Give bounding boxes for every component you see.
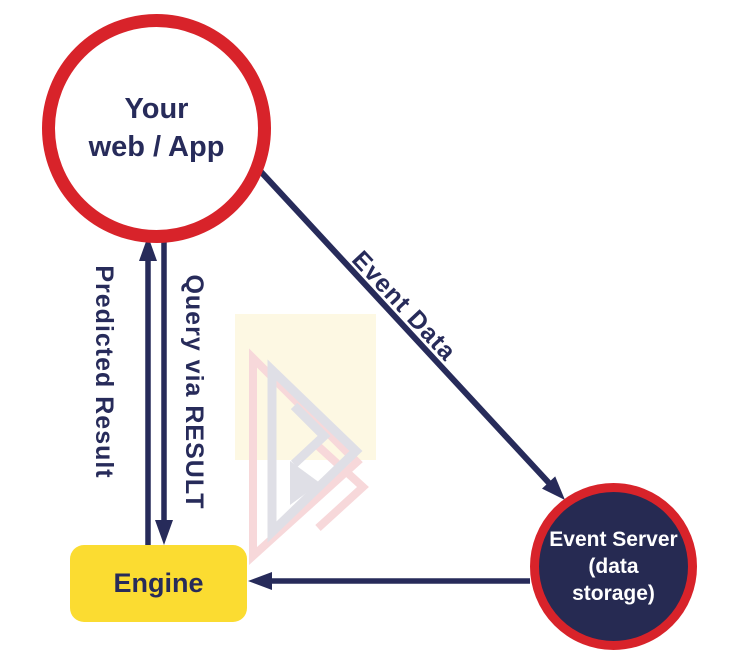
brand-triangle-logo-watermark-icon <box>235 314 376 566</box>
watermark-pink-triangle <box>249 348 363 566</box>
arrow-shaft <box>247 157 552 486</box>
arrow-event-data <box>247 157 565 500</box>
arrow-query-via-result <box>155 242 173 545</box>
arrow-predicted-result <box>139 236 157 545</box>
watermark-gray-triangle <box>267 359 363 543</box>
node-engine: Engine <box>70 545 247 622</box>
arrowhead-down <box>155 520 173 545</box>
engine-label: Engine <box>113 568 204 598</box>
arrow-server-to-engine <box>248 572 530 590</box>
edge-label-predicted-result: Predicted Result <box>90 265 118 479</box>
watermark-gray-chevron <box>290 402 331 468</box>
watermark-gray-play-triangle <box>290 461 320 505</box>
your-web-app-label: Your web / App <box>88 93 225 163</box>
node-your-web-app: Your web / App <box>42 14 271 243</box>
watermark-pink-chevron <box>315 443 369 531</box>
arrowhead-diagonal <box>542 476 565 500</box>
arrowhead-up <box>139 236 157 261</box>
node-event-server: Event Server (data storage) <box>530 483 697 650</box>
edge-label-query-via-result: Query via RESULT <box>180 274 208 510</box>
watermark-square <box>235 314 376 460</box>
event-server-label: Event Server (data storage) <box>549 527 678 606</box>
arrowhead-left <box>248 572 272 590</box>
